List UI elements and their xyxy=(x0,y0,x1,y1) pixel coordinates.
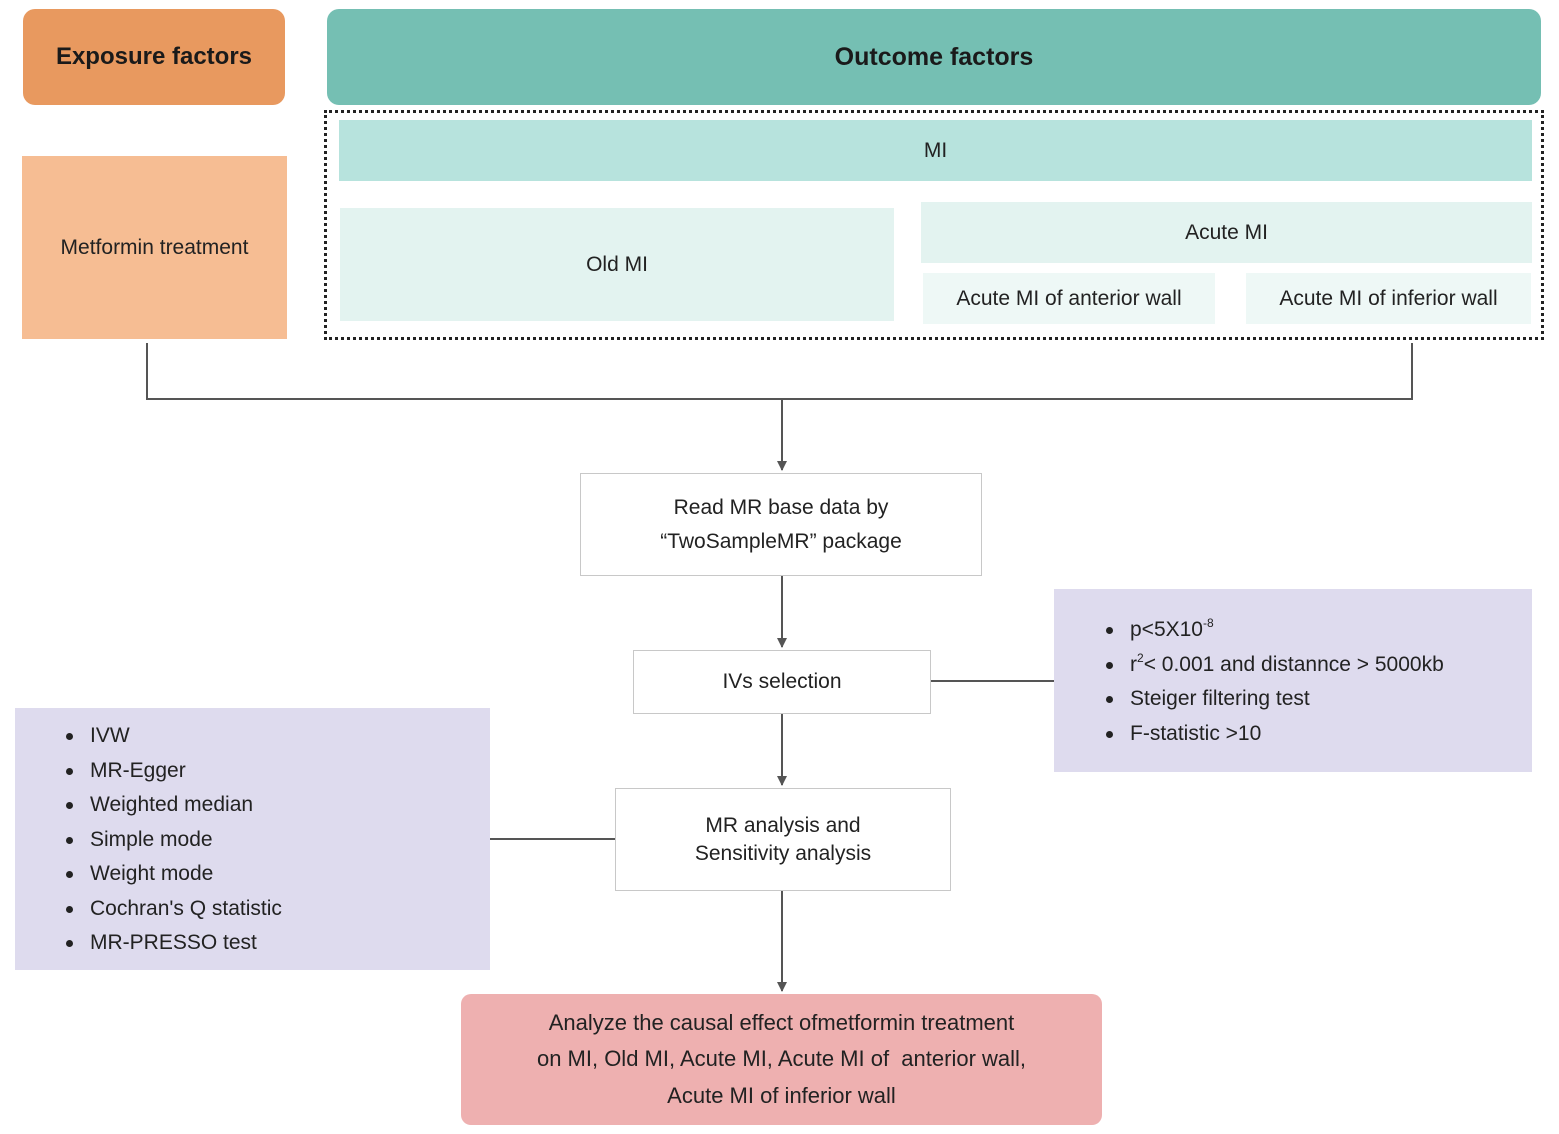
criteria-item: F-statistic >10 xyxy=(1106,717,1444,752)
ivs-selection-step: IVs selection xyxy=(633,650,931,714)
r2-exponent: 2 xyxy=(1137,650,1144,665)
mr-methods-panel: IVW MR-Egger Weighted median Simple mode… xyxy=(15,708,490,970)
criteria-list: p<5X10-8 r2< 0.001 and distannce > 5000k… xyxy=(1106,613,1444,751)
metformin-treatment-box: Metformin treatment xyxy=(22,156,287,339)
merge-bracket xyxy=(146,343,1413,400)
read-step-line2: “TwoSampleMR” package xyxy=(660,529,902,553)
criteria-item: r2< 0.001 and distannce > 5000kb xyxy=(1106,648,1444,683)
old-mi-box: Old MI xyxy=(340,208,894,321)
method-item: MR-PRESSO test xyxy=(66,926,282,961)
methods-list: IVW MR-Egger Weighted median Simple mode… xyxy=(66,719,282,961)
pvalue-exponent: -8 xyxy=(1203,616,1214,630)
read-mr-data-step: Read MR base data by “TwoSampleMR” packa… xyxy=(580,473,982,576)
exposure-factors-header: Exposure factors xyxy=(23,9,285,105)
method-item: Weight mode xyxy=(66,857,282,892)
acute-mi-inferior-box: Acute MI of inferior wall xyxy=(1246,273,1531,324)
outcome-dotted-frame xyxy=(324,110,1544,340)
iv-criteria-panel: p<5X10-8 r2< 0.001 and distannce > 5000k… xyxy=(1054,589,1532,772)
result-line3: Acute MI of inferior wall xyxy=(667,1082,896,1108)
result-line1: Analyze the causal effect ofmetformin tr… xyxy=(548,1010,1015,1036)
mr-step-line2: Sensitivity analysis xyxy=(694,841,872,865)
read-step-line1: Read MR base data by xyxy=(673,495,889,519)
causal-effect-result-box: Analyze the causal effect ofmetformin tr… xyxy=(461,994,1102,1125)
criteria-item: Steiger filtering test xyxy=(1106,682,1444,717)
method-item: Cochran's Q statistic xyxy=(66,892,282,927)
method-item: MR-Egger xyxy=(66,754,282,789)
acute-mi-box: Acute MI xyxy=(921,202,1532,263)
pvalue-base: p<5X10 xyxy=(1130,618,1203,641)
criteria-item: p<5X10-8 xyxy=(1106,613,1444,648)
method-item: Weighted median xyxy=(66,788,282,823)
outcome-factors-header: Outcome factors xyxy=(327,9,1541,105)
mr-step-line1: MR analysis and xyxy=(705,814,861,838)
result-line2: on MI, Old MI, Acute MI, Acute MI of ant… xyxy=(536,1046,1027,1072)
method-item: Simple mode xyxy=(66,823,282,858)
mr-analysis-step: MR analysis and Sensitivity analysis xyxy=(615,788,951,891)
r2-rest: < 0.001 and distannce > 5000kb xyxy=(1143,652,1444,676)
method-item: IVW xyxy=(66,719,282,754)
r2-base: r xyxy=(1130,652,1137,676)
acute-mi-anterior-box: Acute MI of anterior wall xyxy=(923,273,1215,324)
mi-box: MI xyxy=(339,120,1532,181)
